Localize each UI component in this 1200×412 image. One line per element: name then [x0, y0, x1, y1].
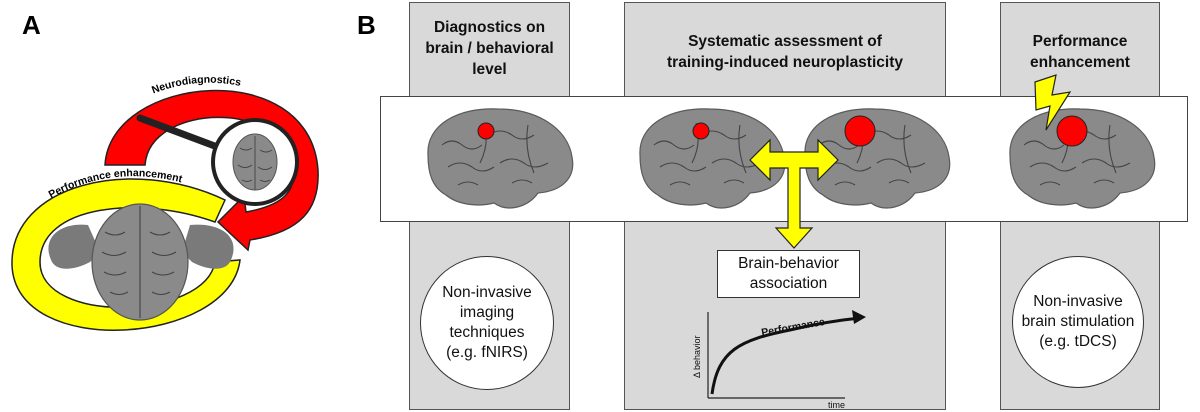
red-arrow-arc — [104, 89, 319, 252]
performance-curve — [710, 316, 861, 395]
brain-behavior-association-box: Brain-behavior association — [717, 250, 860, 298]
magnifier-icon — [136, 114, 299, 206]
lightning-bolt-icon — [1034, 74, 1072, 131]
performance-curve-arrowhead — [852, 310, 866, 324]
brain-stimulation-oval: Non-invasive brain stimulation (e.g. tDC… — [1012, 256, 1144, 388]
strong-brain-icon — [48, 203, 234, 321]
column-neuroplasticity-title: Systematic assessment of training-induce… — [667, 33, 903, 71]
panel-a-letter: A — [22, 10, 41, 40]
performance-curve-label: Performance — [760, 316, 825, 339]
activation-spot-stimulated — [1056, 115, 1088, 147]
t-arrow-icon — [749, 138, 839, 249]
column-diagnostics-title: Diagnostics on brain / behavioral level — [425, 19, 554, 78]
activation-spot-small — [477, 122, 495, 140]
imaging-techniques-oval: Non-invasive imaging techniques (e.g. fN… — [420, 256, 554, 390]
y-axis-label: Δ behavior — [692, 335, 702, 378]
activation-spot-after — [844, 115, 876, 147]
panel-b-letter: B — [357, 10, 376, 40]
panel-a-diagram: Neurodiagnostics Performance enhancement — [11, 74, 319, 331]
column-performance-title: Performance enhancement — [1030, 33, 1130, 71]
performance-graph: Performance Δ behavior time — [692, 310, 866, 410]
activation-spot-before — [692, 122, 710, 140]
brain-diagnostics — [427, 108, 574, 209]
x-axis-label: time — [828, 400, 845, 410]
yellow-arrow-arc — [11, 178, 241, 331]
